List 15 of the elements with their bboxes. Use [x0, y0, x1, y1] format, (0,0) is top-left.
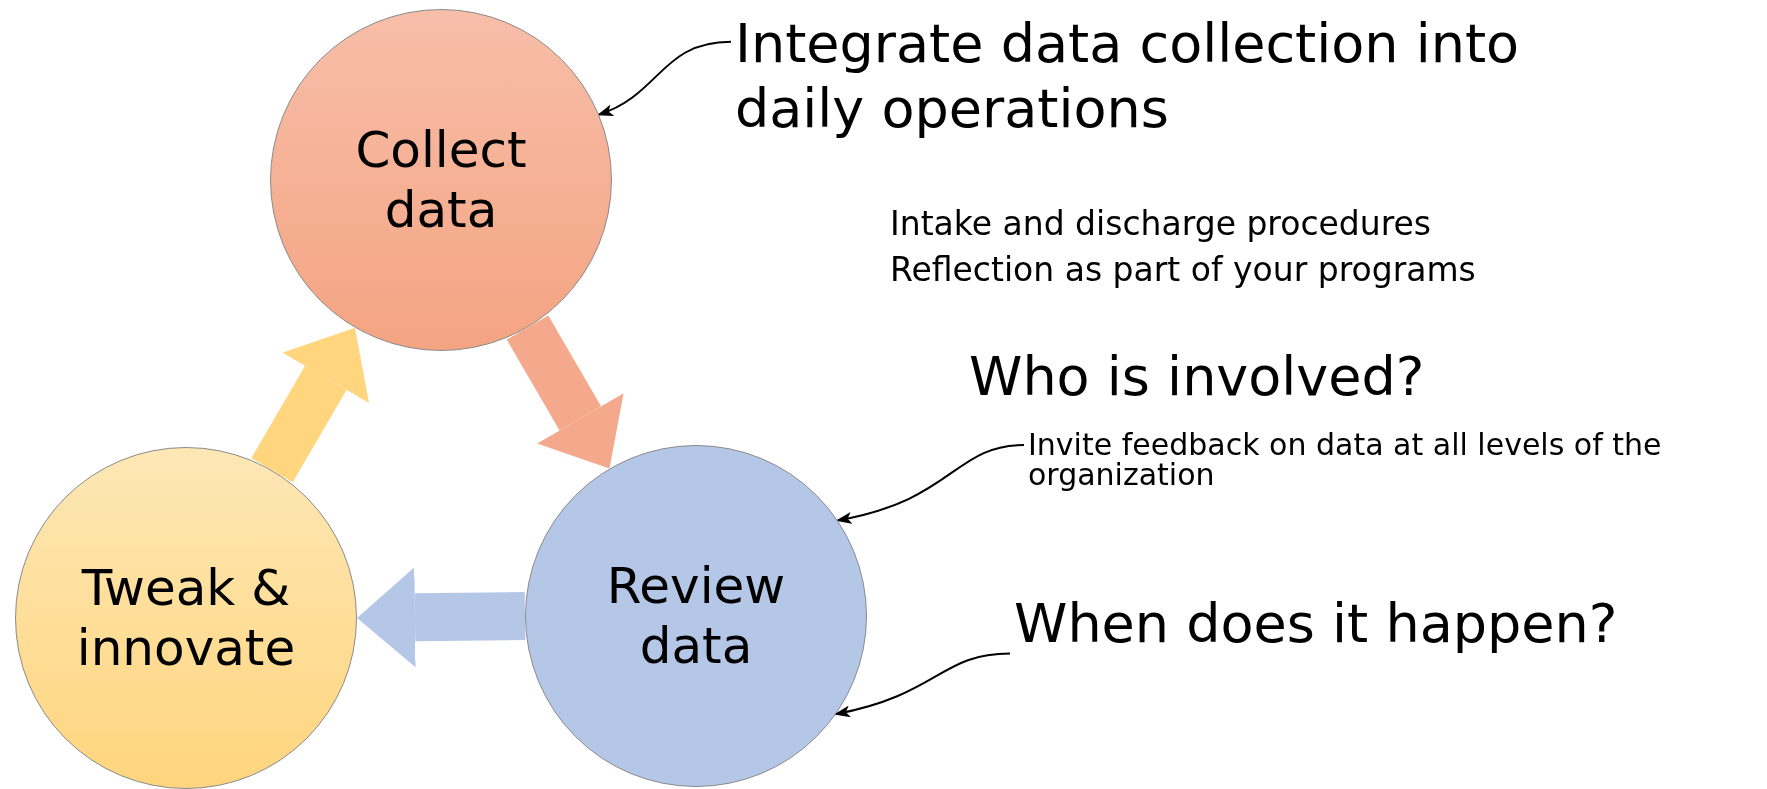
callout-text: Invite feedback on data at all levels of the organization — [1028, 430, 1728, 490]
block-arrow — [357, 567, 526, 668]
leader-arrow — [597, 40, 732, 116]
block-arrow — [251, 327, 369, 483]
leader-arrow — [834, 652, 1011, 717]
bullet-text: Reflection as part of your programs — [890, 250, 1476, 289]
callout-text: Integrate data collection into daily operations — [735, 12, 1635, 142]
step-label: Collect data — [354, 120, 528, 240]
step-label: Review data — [605, 556, 787, 676]
leader-arrow — [835, 444, 1025, 524]
heading-text: Who is involved? — [969, 345, 1425, 408]
block-arrow — [506, 315, 624, 469]
step-label: Tweak & innovate — [75, 558, 297, 678]
callout-text: When does it happen? — [1014, 592, 1618, 657]
bullet-text: Intake and discharge procedures — [890, 204, 1432, 243]
